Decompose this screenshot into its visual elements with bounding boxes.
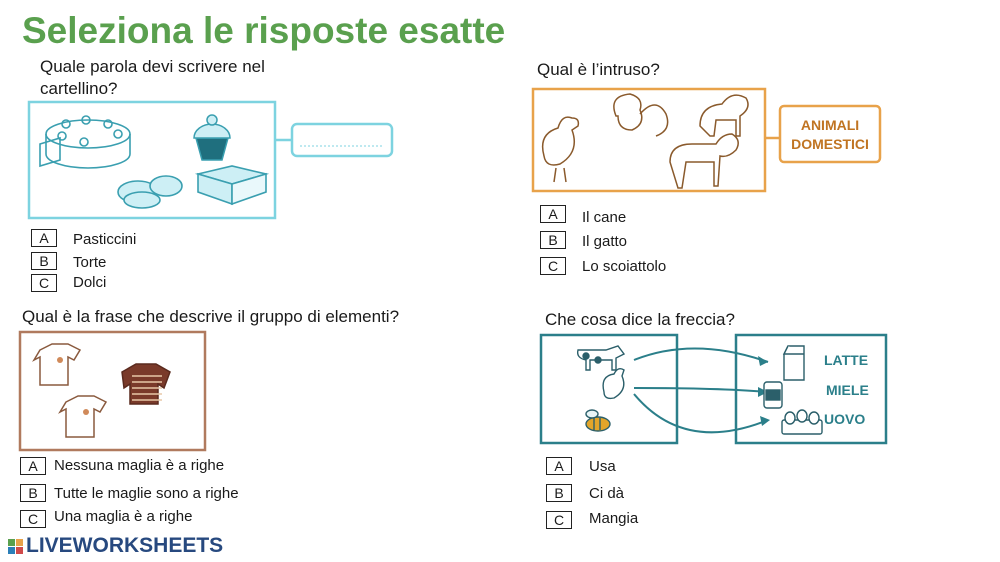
option-letter-box: B (31, 252, 57, 270)
liveworksheets-brand: LIVEWORKSHEETS (8, 534, 224, 557)
option-letter-box: A (20, 457, 46, 475)
option-label: Torte (73, 254, 107, 271)
option-letter-box: A (546, 457, 572, 475)
option-label: Tutte le maglie sono a righe (54, 485, 239, 502)
sweets-illustration (27, 100, 394, 220)
option-letter-box: B (540, 231, 566, 249)
option-letter-box: C (540, 257, 566, 275)
option-letter-box: B (20, 484, 46, 502)
option-letter-box: A (31, 229, 57, 247)
option-label: Mangia (589, 510, 639, 527)
option-letter-box: C (31, 274, 57, 292)
option-label: Il cane (582, 209, 627, 226)
question-3-text: Qual è la frase che descrive il gruppo d… (22, 307, 400, 326)
question-4-text: Che cosa dice la freccia? (545, 310, 735, 329)
option-letter-box: A (540, 205, 566, 223)
farm-illustration: LATTE MIELE UOVO (539, 333, 888, 445)
option-label: Dolci (73, 274, 107, 291)
question-1-text: Quale parola devi scrivere nel cartellin… (40, 57, 265, 98)
product-latte: LATTE (824, 352, 868, 368)
shirts-illustration (18, 330, 207, 452)
option-label: Una maglia è a righe (54, 508, 193, 525)
question-2-text: Qual è l’intruso? (537, 60, 660, 79)
card-label-animali: ANIMALI (801, 117, 859, 133)
option-letter-box: C (546, 511, 572, 529)
animals-illustration: ANIMALI DOMESTICI (531, 87, 882, 193)
option-label: Lo scoiattolo (582, 258, 667, 275)
liveworksheets-logo-icon (8, 539, 23, 554)
option-label: Nessuna maglia è a righe (54, 457, 225, 474)
option-label: Ci dà (589, 485, 625, 502)
option-letter-box: C (20, 510, 46, 528)
page-title: Seleziona le risposte esatte (22, 10, 506, 51)
option-label: Usa (589, 458, 616, 475)
product-miele: MIELE (826, 382, 869, 398)
option-label: Pasticcini (73, 231, 137, 248)
option-letter-box: B (546, 484, 572, 502)
option-label: Il gatto (582, 233, 628, 250)
brand-name: LIVEWORKSHEETS (26, 534, 224, 557)
card-label-domestici: DOMESTICI (791, 136, 869, 152)
product-uovo: UOVO (824, 411, 865, 427)
